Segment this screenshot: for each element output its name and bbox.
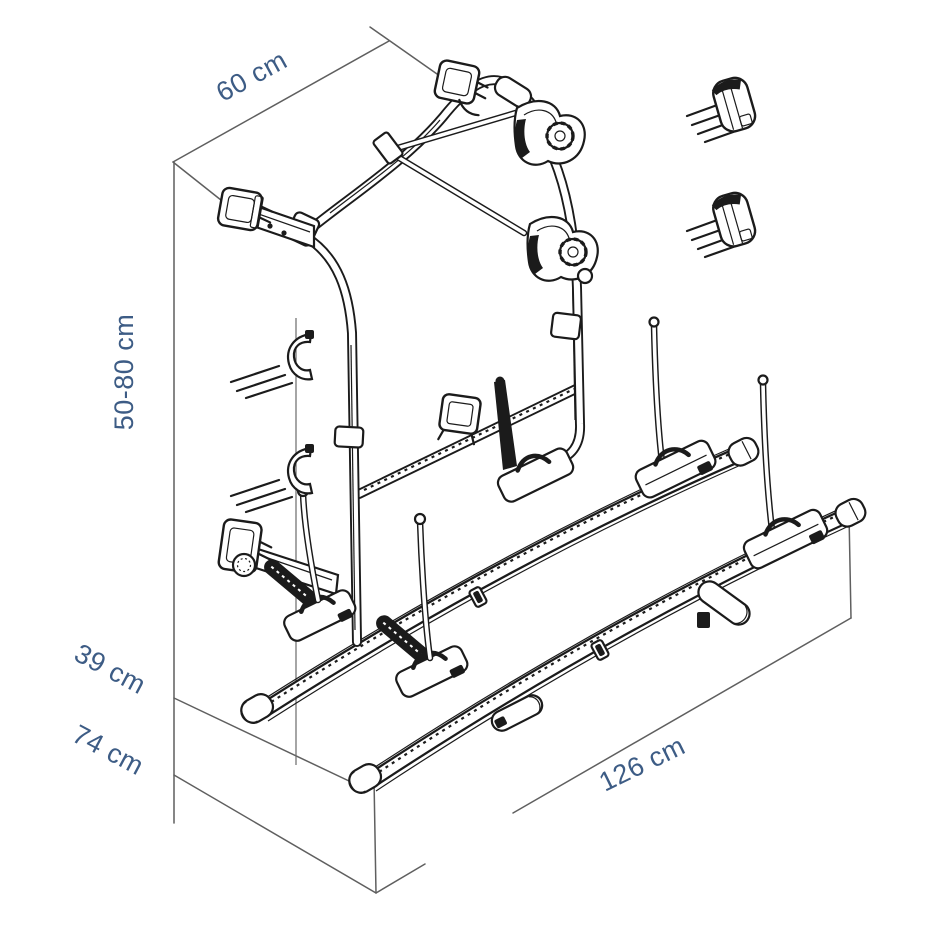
- dimension-label-rail-length: 126 cm: [594, 730, 689, 797]
- rail-end-cap: [834, 497, 867, 528]
- clamp-knob: [545, 121, 575, 151]
- mount-knob: [231, 552, 257, 578]
- rail-hook-detail-2: [229, 444, 314, 514]
- distance-bumper-right: [697, 580, 751, 628]
- rail-end-cap-detail-1: [685, 76, 757, 144]
- rail-end-cap: [727, 436, 760, 467]
- dimension-line-74cm: [173, 774, 377, 894]
- extension-line-rail-end: [848, 513, 852, 619]
- dimension-line-126cm-a: [375, 863, 426, 894]
- dimension-label-height: 50-80 cm: [109, 314, 139, 431]
- dimension-label-depth-upper: 39 cm: [70, 638, 151, 700]
- lower-cross-bar: [354, 383, 583, 499]
- rail-hook-detail-1: [229, 330, 314, 400]
- holder-rod-left-2: [413, 512, 434, 662]
- tube-collar: [333, 425, 365, 449]
- dimension-lines: [172, 26, 852, 894]
- rail-end-cap: [348, 763, 383, 794]
- clamp-knob: [558, 237, 588, 267]
- wheel-holder-center: [494, 376, 575, 503]
- wheel-holder-left-2: [376, 615, 469, 698]
- wall-mount-lower-right: [437, 393, 482, 446]
- wall-mount-upper-left: [216, 186, 316, 249]
- wall-mount-upper-right: [433, 59, 489, 117]
- bike-clamp-2: [526, 215, 599, 285]
- dimension-label-top-width: 60 cm: [211, 45, 292, 108]
- dimension-line-60cm: [172, 40, 390, 163]
- tube-collar: [549, 311, 583, 341]
- wheel-holder-left-1: [264, 559, 357, 642]
- wheel-holder-right-1: [634, 316, 717, 499]
- dimension-labels: 60 cm 50-80 cm 39 cm 74 cm 126 cm: [68, 45, 690, 798]
- tube-collar: [372, 131, 404, 165]
- wheel-strap-clip: [468, 586, 488, 608]
- rail-end-cap: [240, 693, 275, 724]
- rail-end-cap-detail-2: [685, 191, 757, 259]
- distance-bumper-left: [490, 694, 544, 732]
- dimension-label-depth-total: 74 cm: [68, 719, 149, 781]
- extension-line-right: [369, 26, 448, 82]
- bike-clamp-1: [493, 75, 586, 166]
- dimension-line-39cm: [173, 697, 369, 791]
- wall-mount-lower-left: [217, 518, 340, 596]
- wheel-strap-clip: [590, 639, 610, 661]
- wheel-holder-right-2: [742, 374, 829, 570]
- dimension-line-126cm-b: [512, 617, 852, 814]
- extension-line-bottom-corner: [373, 778, 377, 894]
